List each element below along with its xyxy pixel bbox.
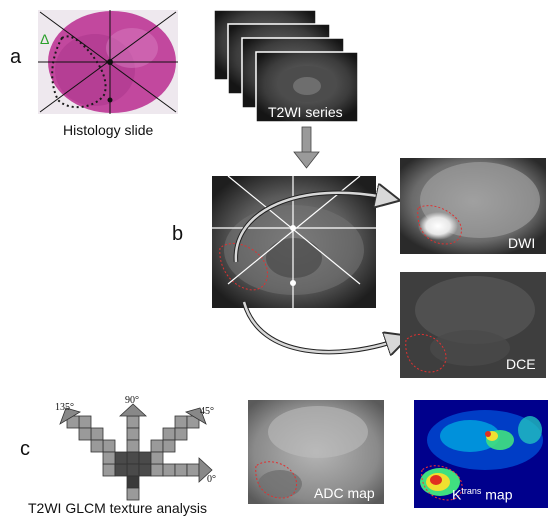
svg-text:Δ: Δ — [40, 31, 49, 47]
histology-slide: Δ — [38, 10, 178, 114]
panel-label-b: b — [172, 223, 184, 245]
ktrans-map-caption: Ktrans map — [452, 486, 513, 503]
glcm-caption: T2WI GLCM texture analysis — [28, 500, 207, 516]
glcm-direction-diagram — [59, 403, 213, 501]
down-arrow-icon — [293, 126, 320, 169]
dce-lesion-roi — [405, 333, 447, 373]
angle-45-label: 45° — [200, 406, 214, 417]
angle-90-label: 90° — [125, 395, 139, 406]
dwi-image — [400, 158, 546, 254]
panel-label-c: c — [20, 438, 30, 460]
histology-tumor-outline — [51, 35, 107, 109]
adc-map-image — [248, 400, 384, 504]
panel-label-a: a — [10, 46, 22, 68]
adc-map-caption: ADC map — [314, 485, 375, 501]
t2wi-center-image — [212, 175, 376, 308]
t2wi-series-caption: T2WI series — [268, 104, 343, 120]
dce-image — [400, 272, 546, 378]
angle-0-label: 0° — [207, 474, 216, 485]
arrow-to-dce — [241, 301, 399, 355]
ktrans-map-image — [414, 400, 548, 508]
dce-caption: DCE — [506, 356, 536, 372]
dwi-caption: DWI — [508, 235, 536, 251]
angle-135-label: 135° — [55, 402, 74, 413]
histology-slide-caption: Histology slide — [63, 122, 154, 138]
t2wi-series-stack — [213, 9, 359, 123]
adc-lesion-roi — [255, 461, 298, 499]
